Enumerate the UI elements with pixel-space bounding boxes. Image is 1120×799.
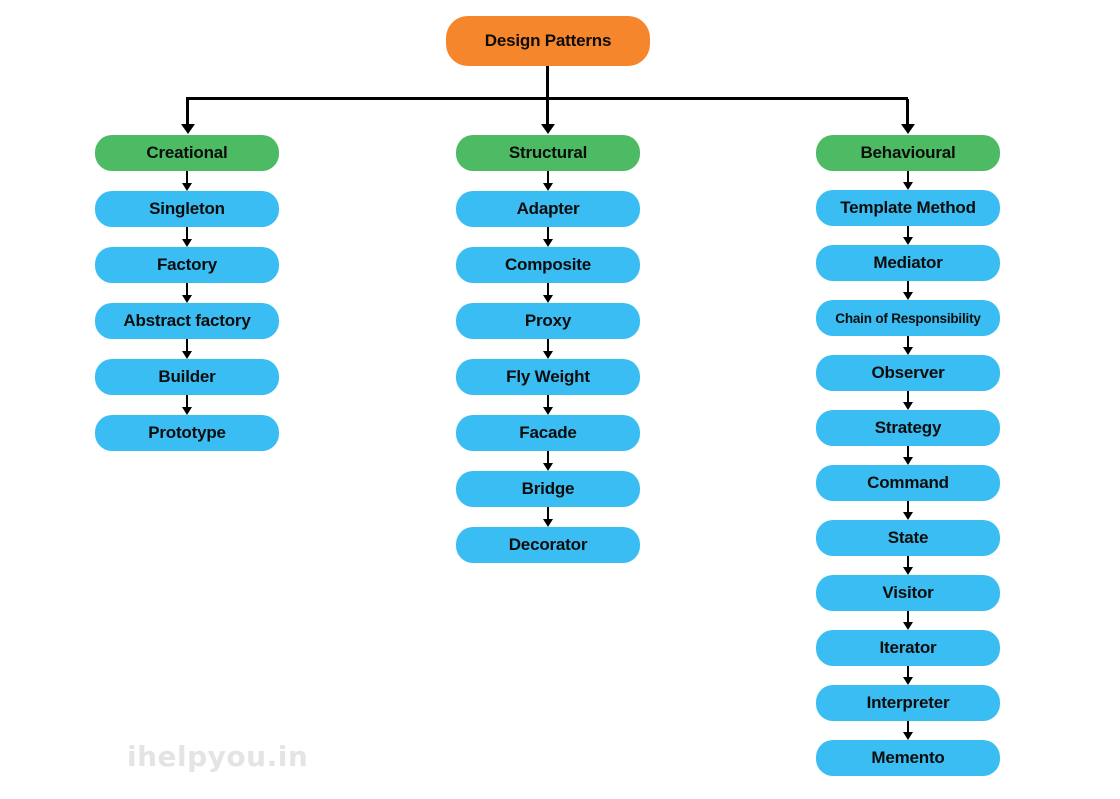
arrow-down-icon	[900, 124, 915, 134]
pattern-node-mediator: Mediator	[816, 245, 1000, 281]
root-node-design-patterns: Design Patterns	[446, 16, 650, 66]
arrow-down-icon	[816, 556, 1000, 575]
arrow-down-icon	[816, 611, 1000, 630]
pattern-node-command: Command	[816, 465, 1000, 501]
pattern-node-facade: Facade	[456, 415, 640, 451]
arrow-down-icon	[540, 124, 555, 134]
pattern-node-fly-weight: Fly Weight	[456, 359, 640, 395]
pattern-node-bridge: Bridge	[456, 471, 640, 507]
pattern-node-prototype: Prototype	[95, 415, 279, 451]
arrow-down-icon	[456, 395, 640, 415]
arrow-down-icon	[95, 339, 279, 359]
category-node-creational: Creational	[95, 135, 279, 171]
pattern-node-state: State	[816, 520, 1000, 556]
arrow-down-icon	[95, 171, 279, 191]
arrow-down-icon	[95, 395, 279, 415]
pattern-node-strategy: Strategy	[816, 410, 1000, 446]
arrow-down-icon	[456, 283, 640, 303]
pattern-node-proxy: Proxy	[456, 303, 640, 339]
arrow-down-icon	[816, 666, 1000, 685]
connector-left-drop-line	[186, 99, 189, 125]
arrow-down-icon	[456, 171, 640, 191]
arrow-down-icon	[816, 171, 1000, 190]
connector-right-drop-line	[906, 99, 909, 125]
connector-root-line	[546, 66, 549, 125]
pattern-node-composite: Composite	[456, 247, 640, 283]
arrow-down-icon	[816, 391, 1000, 410]
connector-horizontal-line	[186, 97, 908, 100]
arrow-down-icon	[816, 226, 1000, 245]
arrow-down-icon	[816, 721, 1000, 740]
arrow-down-icon	[816, 281, 1000, 300]
pattern-node-interpreter: Interpreter	[816, 685, 1000, 721]
pattern-node-abstract-factory: Abstract factory	[95, 303, 279, 339]
pattern-node-factory: Factory	[95, 247, 279, 283]
pattern-node-visitor: Visitor	[816, 575, 1000, 611]
category-node-behavioural: Behavioural	[816, 135, 1000, 171]
watermark: ihelpyou.in	[127, 740, 309, 773]
arrow-down-icon	[456, 507, 640, 527]
pattern-node-builder: Builder	[95, 359, 279, 395]
arrow-down-icon	[456, 339, 640, 359]
pattern-node-iterator: Iterator	[816, 630, 1000, 666]
pattern-node-chain-of-responsibility: Chain of Responsibility	[816, 300, 1000, 336]
pattern-node-observer: Observer	[816, 355, 1000, 391]
pattern-node-memento: Memento	[816, 740, 1000, 776]
category-node-structural: Structural	[456, 135, 640, 171]
arrow-down-icon	[180, 124, 195, 134]
arrow-down-icon	[816, 501, 1000, 520]
pattern-node-template-method: Template Method	[816, 190, 1000, 226]
arrow-down-icon	[456, 451, 640, 471]
pattern-node-singleton: Singleton	[95, 191, 279, 227]
pattern-node-adapter: Adapter	[456, 191, 640, 227]
pattern-node-decorator: Decorator	[456, 527, 640, 563]
arrow-down-icon	[95, 227, 279, 247]
arrow-down-icon	[816, 336, 1000, 355]
arrow-down-icon	[95, 283, 279, 303]
arrow-down-icon	[816, 446, 1000, 465]
arrow-down-icon	[456, 227, 640, 247]
